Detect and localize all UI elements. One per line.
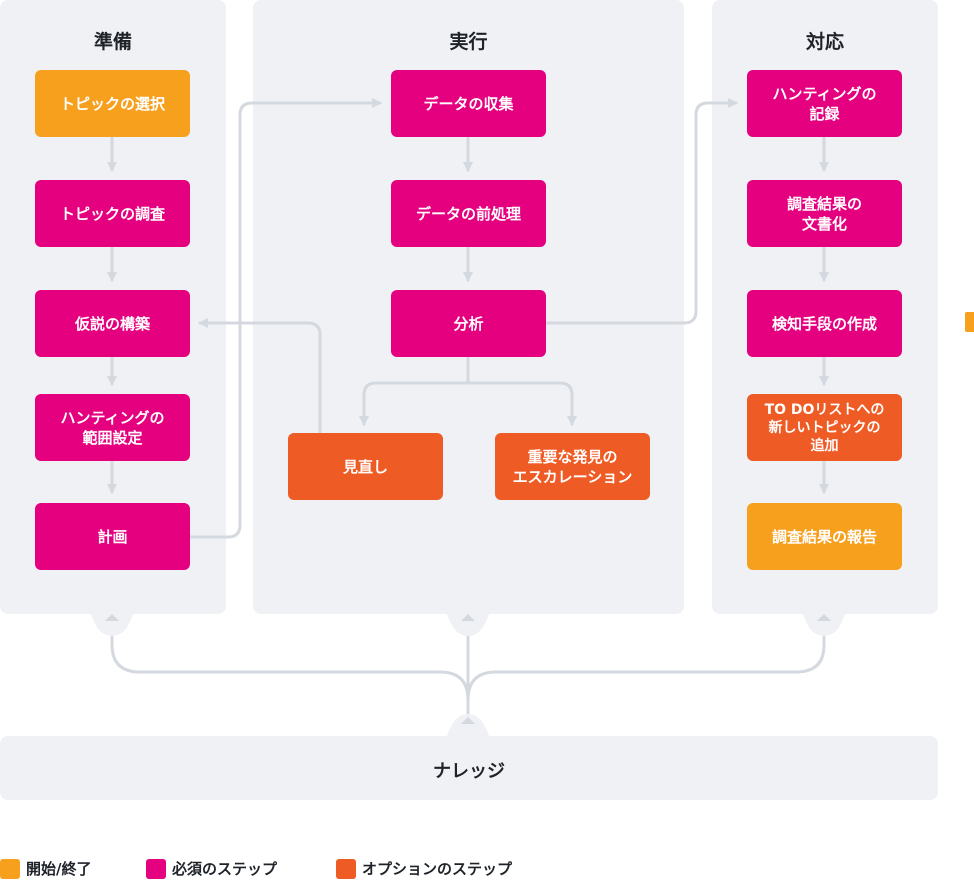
legend-start-end: 開始/終了 — [0, 858, 91, 879]
step-collect-data: データの収集 — [391, 70, 546, 137]
prep-column-title: 準備 — [93, 31, 132, 53]
legend-label-required: 必須のステップ — [172, 860, 278, 878]
legend-swatch-required — [146, 858, 166, 879]
step-select-topic: トピックの選択 — [35, 70, 190, 137]
clipped-marker — [965, 312, 974, 332]
knowledge-label: ナレッジ — [433, 761, 505, 782]
exec-column-title: 実行 — [449, 31, 488, 53]
legend-optional: オプションのステップ — [336, 858, 512, 879]
step-research-topic: トピックの調査 — [35, 180, 190, 247]
response-column-title: 対応 — [805, 31, 844, 53]
step-escalate: 重要な発見の エスカレーション — [495, 433, 650, 500]
legend-swatch-start-end — [0, 858, 20, 879]
step-create-detection: 検知手段の作成 — [747, 290, 902, 357]
step-analyze: 分析 — [391, 290, 546, 357]
knowledge-bar — [0, 736, 938, 800]
step-review: 見直し — [288, 433, 443, 500]
step-plan: 計画 — [35, 503, 190, 570]
step-report-findings: 調査結果の報告 — [747, 503, 902, 570]
legend-label-start-end: 開始/終了 — [26, 860, 92, 878]
step-record-hunt: ハンティングの 記録 — [747, 70, 902, 137]
step-preprocess-data: データの前処理 — [391, 180, 546, 247]
step-add-todo-topic: TO DOリストへの 新しいトピックの 追加 — [747, 394, 902, 461]
step-document-findings: 調査結果の 文書化 — [747, 180, 902, 247]
legend-label-optional: オプションのステップ — [362, 860, 513, 878]
legend-required: 必須のステップ — [146, 858, 277, 879]
step-define-scope: ハンティングの 範囲設定 — [35, 394, 190, 461]
legend-swatch-optional — [336, 858, 356, 879]
step-build-hypothesis: 仮説の構築 — [35, 290, 190, 357]
